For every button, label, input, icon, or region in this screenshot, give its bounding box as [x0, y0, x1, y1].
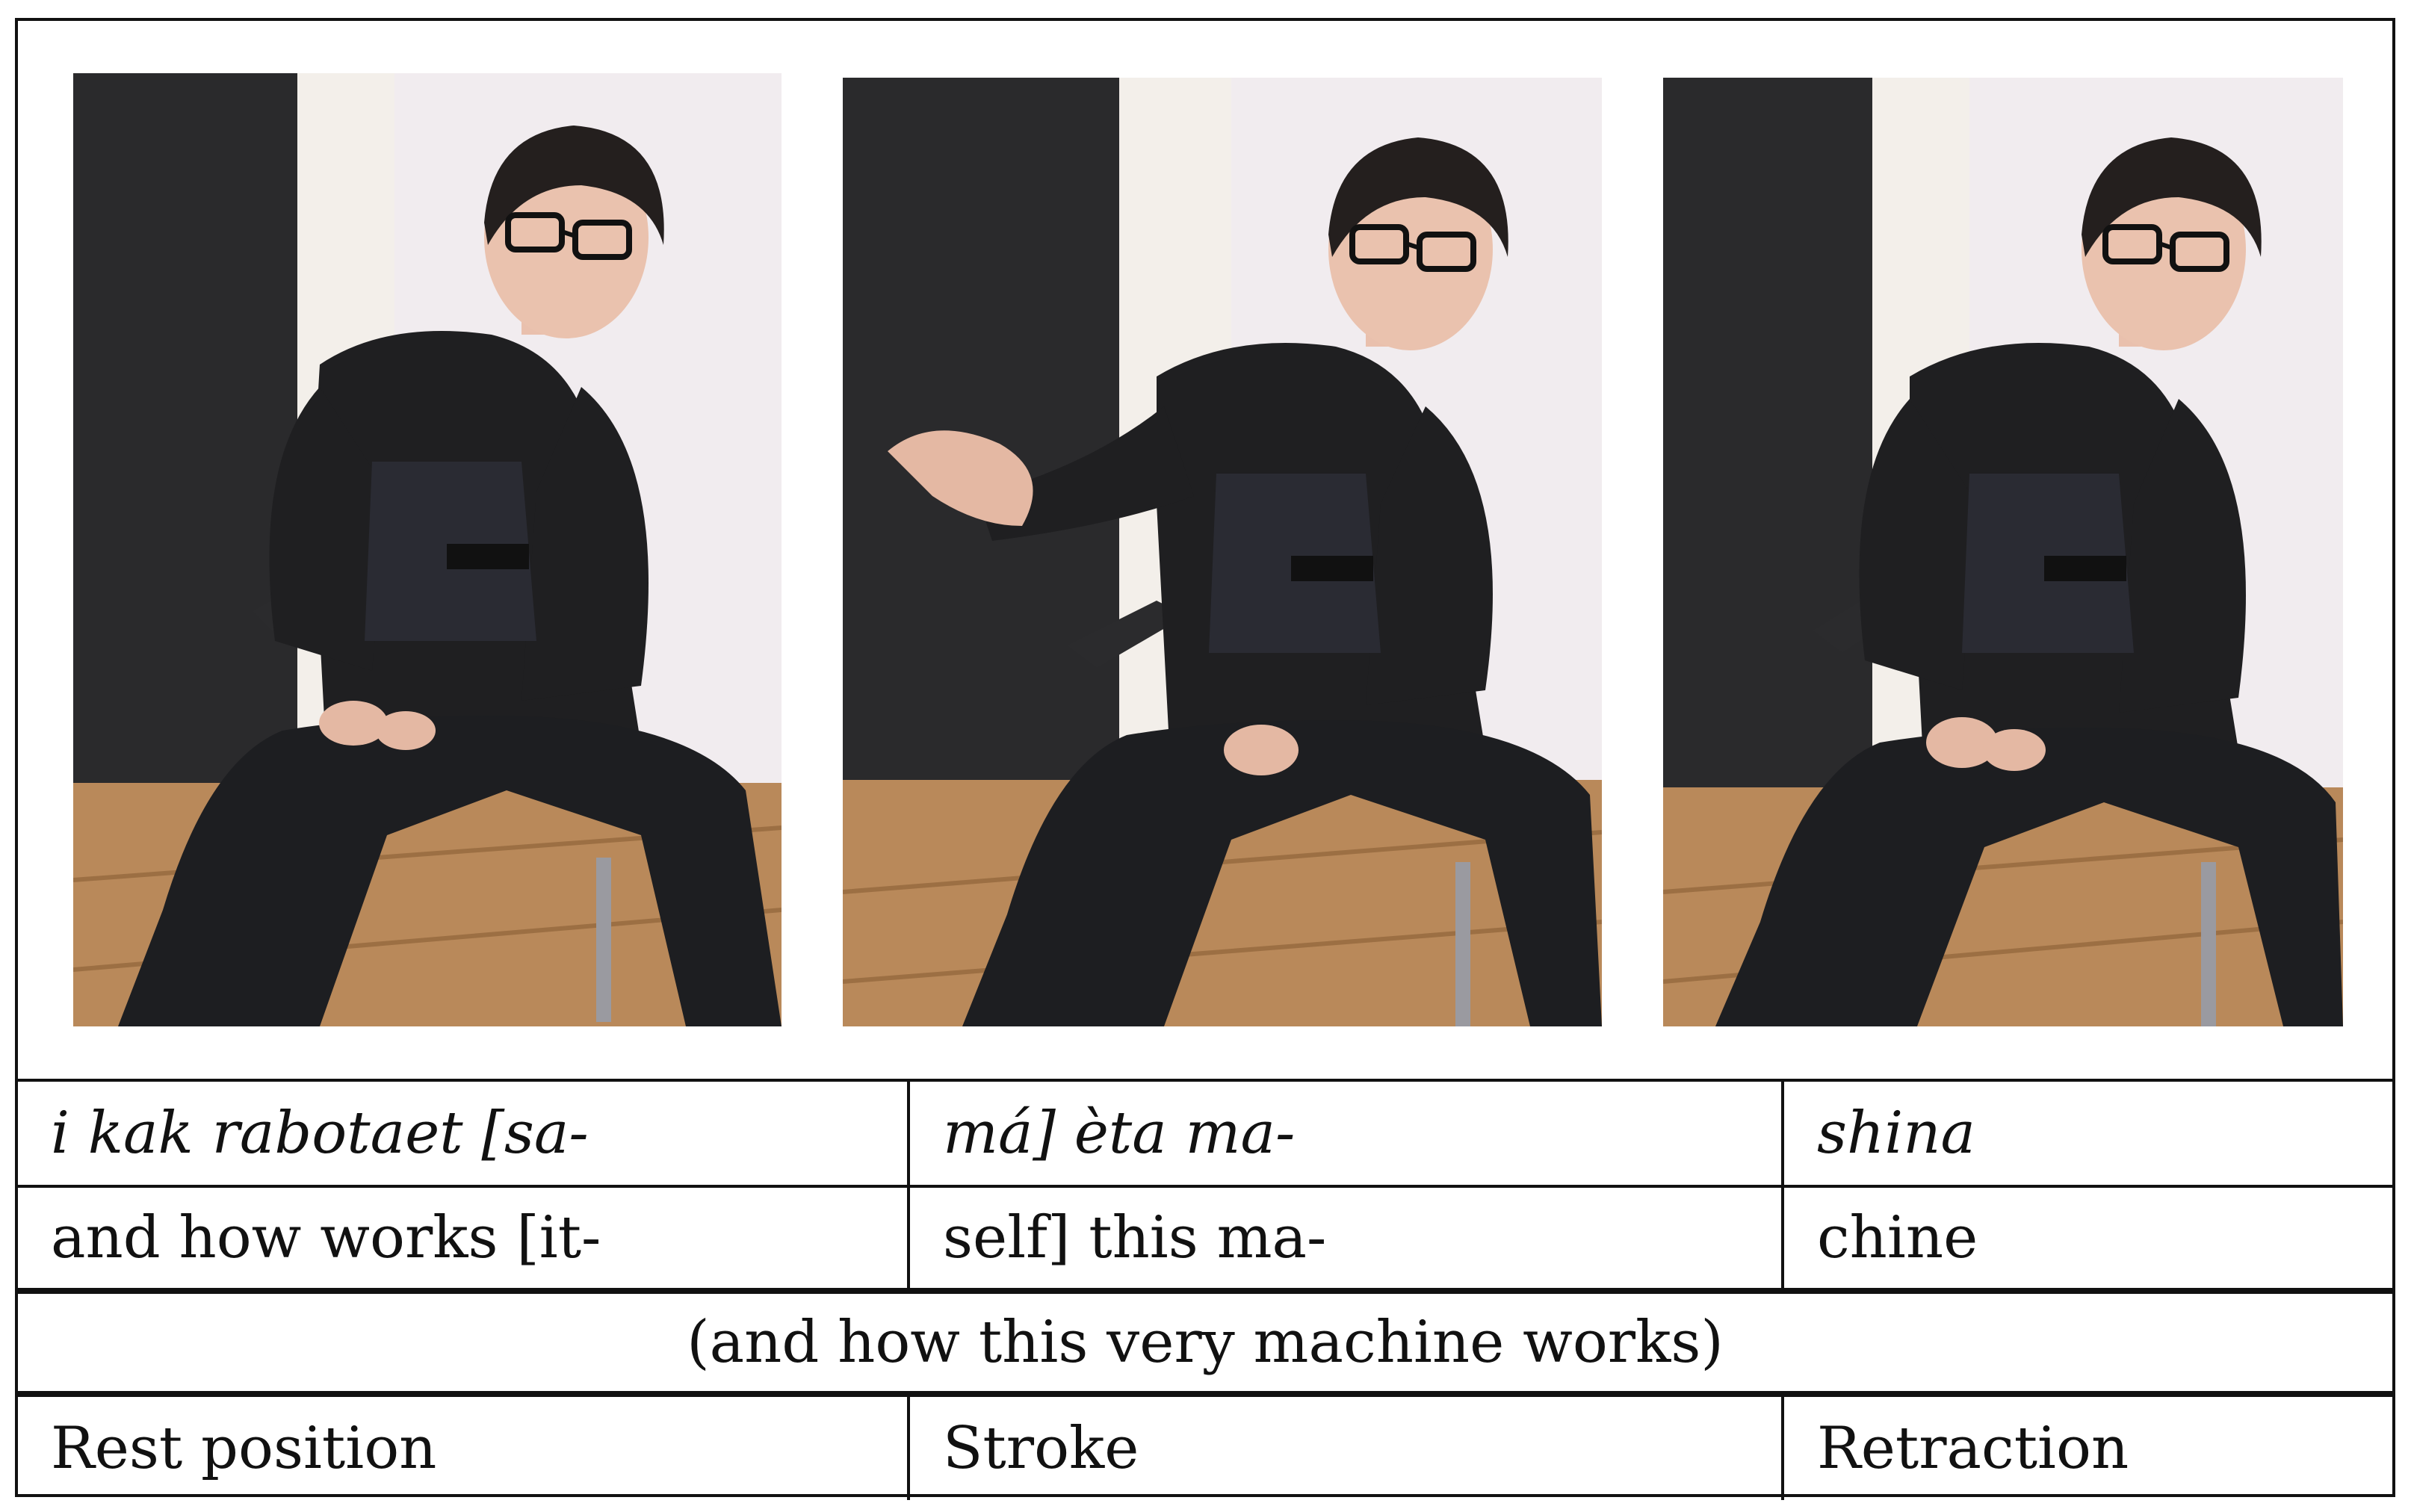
person-seated-icon: [1663, 78, 2343, 1026]
translation-cell: (and how this very machine works): [687, 1309, 1724, 1376]
gloss-cell: and how works [it-: [51, 1204, 601, 1271]
transliteration-cell: i kak rabotaet [sa-: [51, 1100, 589, 1167]
photo-retraction: [1663, 78, 2343, 1026]
translation-row: (and how this very machine works): [18, 1288, 2392, 1397]
transliteration-row: i kak rabotaet [sa- má] èta ma- shina: [18, 1079, 2392, 1185]
gesture-phase-row: Rest position Stroke Retraction: [18, 1397, 2392, 1500]
person-gesturing-icon: [843, 78, 1602, 1026]
photo-stroke: [843, 78, 1602, 1026]
person-seated-icon: [73, 73, 782, 1026]
photo-row: [18, 21, 2392, 1079]
gloss-cell: chine: [1781, 1188, 2392, 1288]
gesture-phase-cell: Rest position: [51, 1415, 437, 1482]
gesture-phase-cell: Retraction: [1781, 1397, 2392, 1500]
gloss-cell: self] this ma-: [907, 1188, 1781, 1288]
gesture-phase-cell: Stroke: [907, 1397, 1781, 1500]
transliteration-cell: má] èta ma-: [907, 1082, 1781, 1185]
photo-rest-position: [73, 73, 782, 1026]
figure-frame: i kak rabotaet [sa- má] èta ma- shina an…: [15, 18, 2395, 1500]
gloss-row: and how works [it- self] this ma- chine: [18, 1185, 2392, 1288]
transliteration-cell: shina: [1781, 1082, 2392, 1185]
